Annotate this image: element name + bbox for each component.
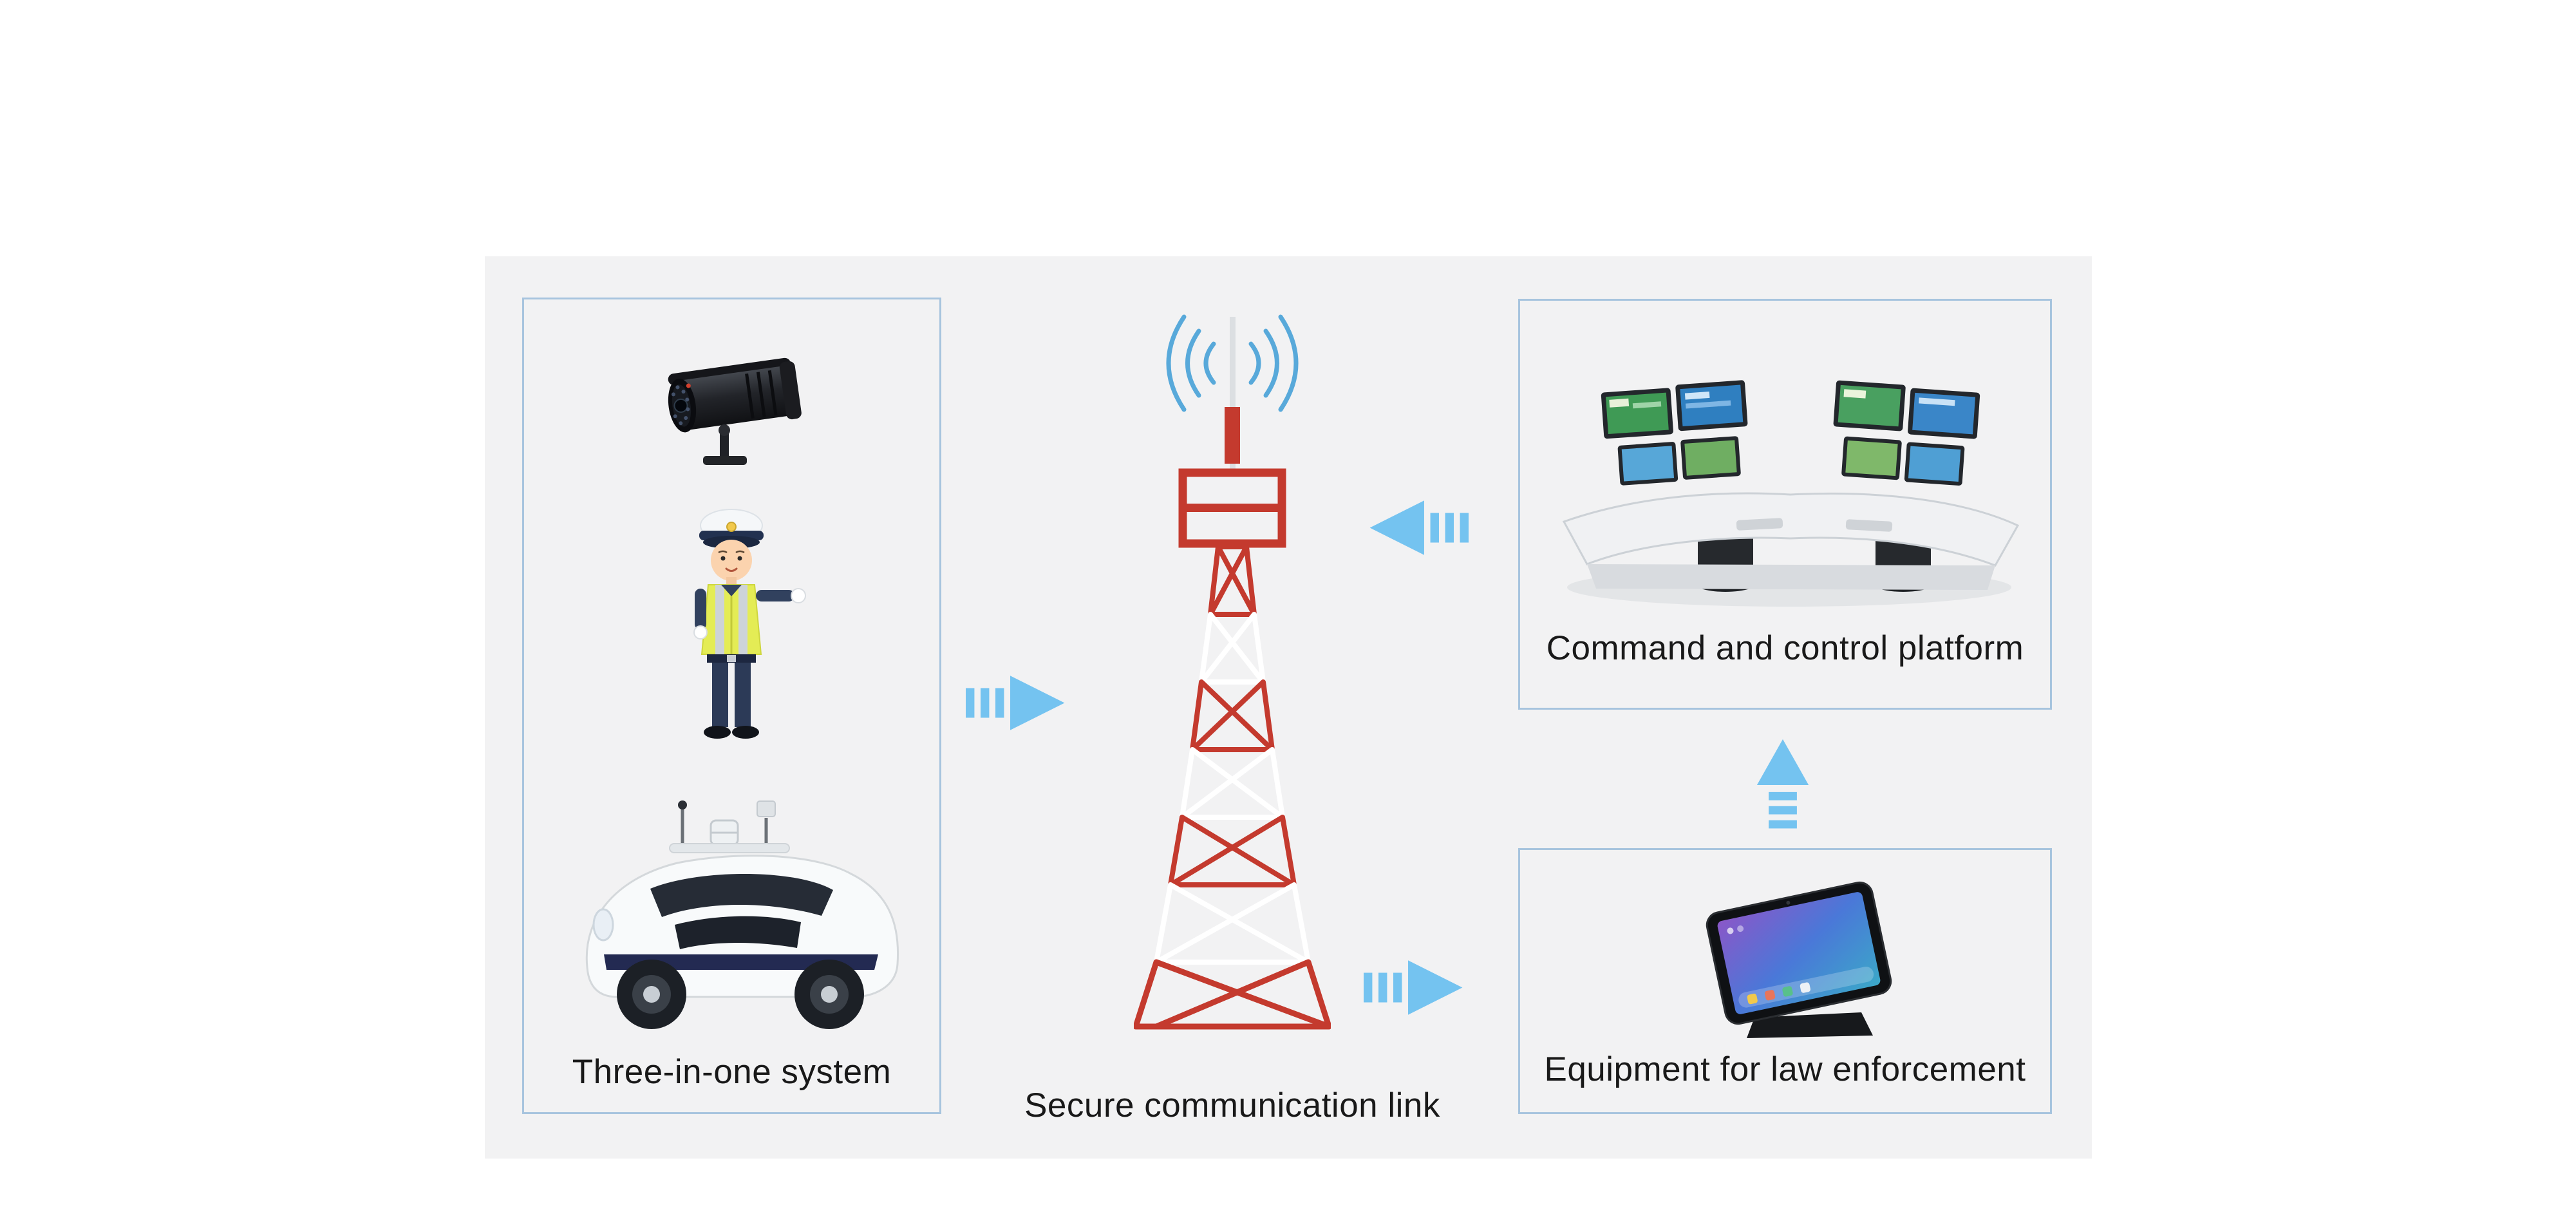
secure-communication-link-label: Secure communication link: [1024, 1086, 1440, 1124]
command-platform-label: Command and control platform: [1546, 629, 2024, 667]
arrow-tower-to-equipment: [1364, 960, 1463, 1015]
arrow-command-to-tower: [1369, 500, 1469, 555]
equipment-label: Equipment for law enforcement: [1544, 1050, 2026, 1088]
control-room-workstations-icon: [1562, 380, 2020, 607]
arrow-equipment-to-command: [1756, 739, 1809, 829]
traffic-police-officer-icon: [693, 509, 806, 739]
node-command-and-control-platform: Command and control platform: [1518, 299, 2052, 710]
law-enforcement-tablet-icon: [1706, 881, 1892, 1038]
node-equipment-for-law-enforcement: Equipment for law enforcement: [1518, 848, 2052, 1114]
node-three-in-one-system: Three-in-one system: [522, 298, 941, 1114]
three-in-one-label: Three-in-one system: [572, 1053, 892, 1091]
communication-tower-icon: [1134, 314, 1331, 1030]
arrow-three-in-one-to-tower: [966, 676, 1065, 730]
autonomous-patrol-vehicle-icon: [585, 800, 899, 1029]
radio-signal-waves-icon: [1166, 314, 1299, 412]
surveillance-camera-icon: [668, 357, 802, 465]
